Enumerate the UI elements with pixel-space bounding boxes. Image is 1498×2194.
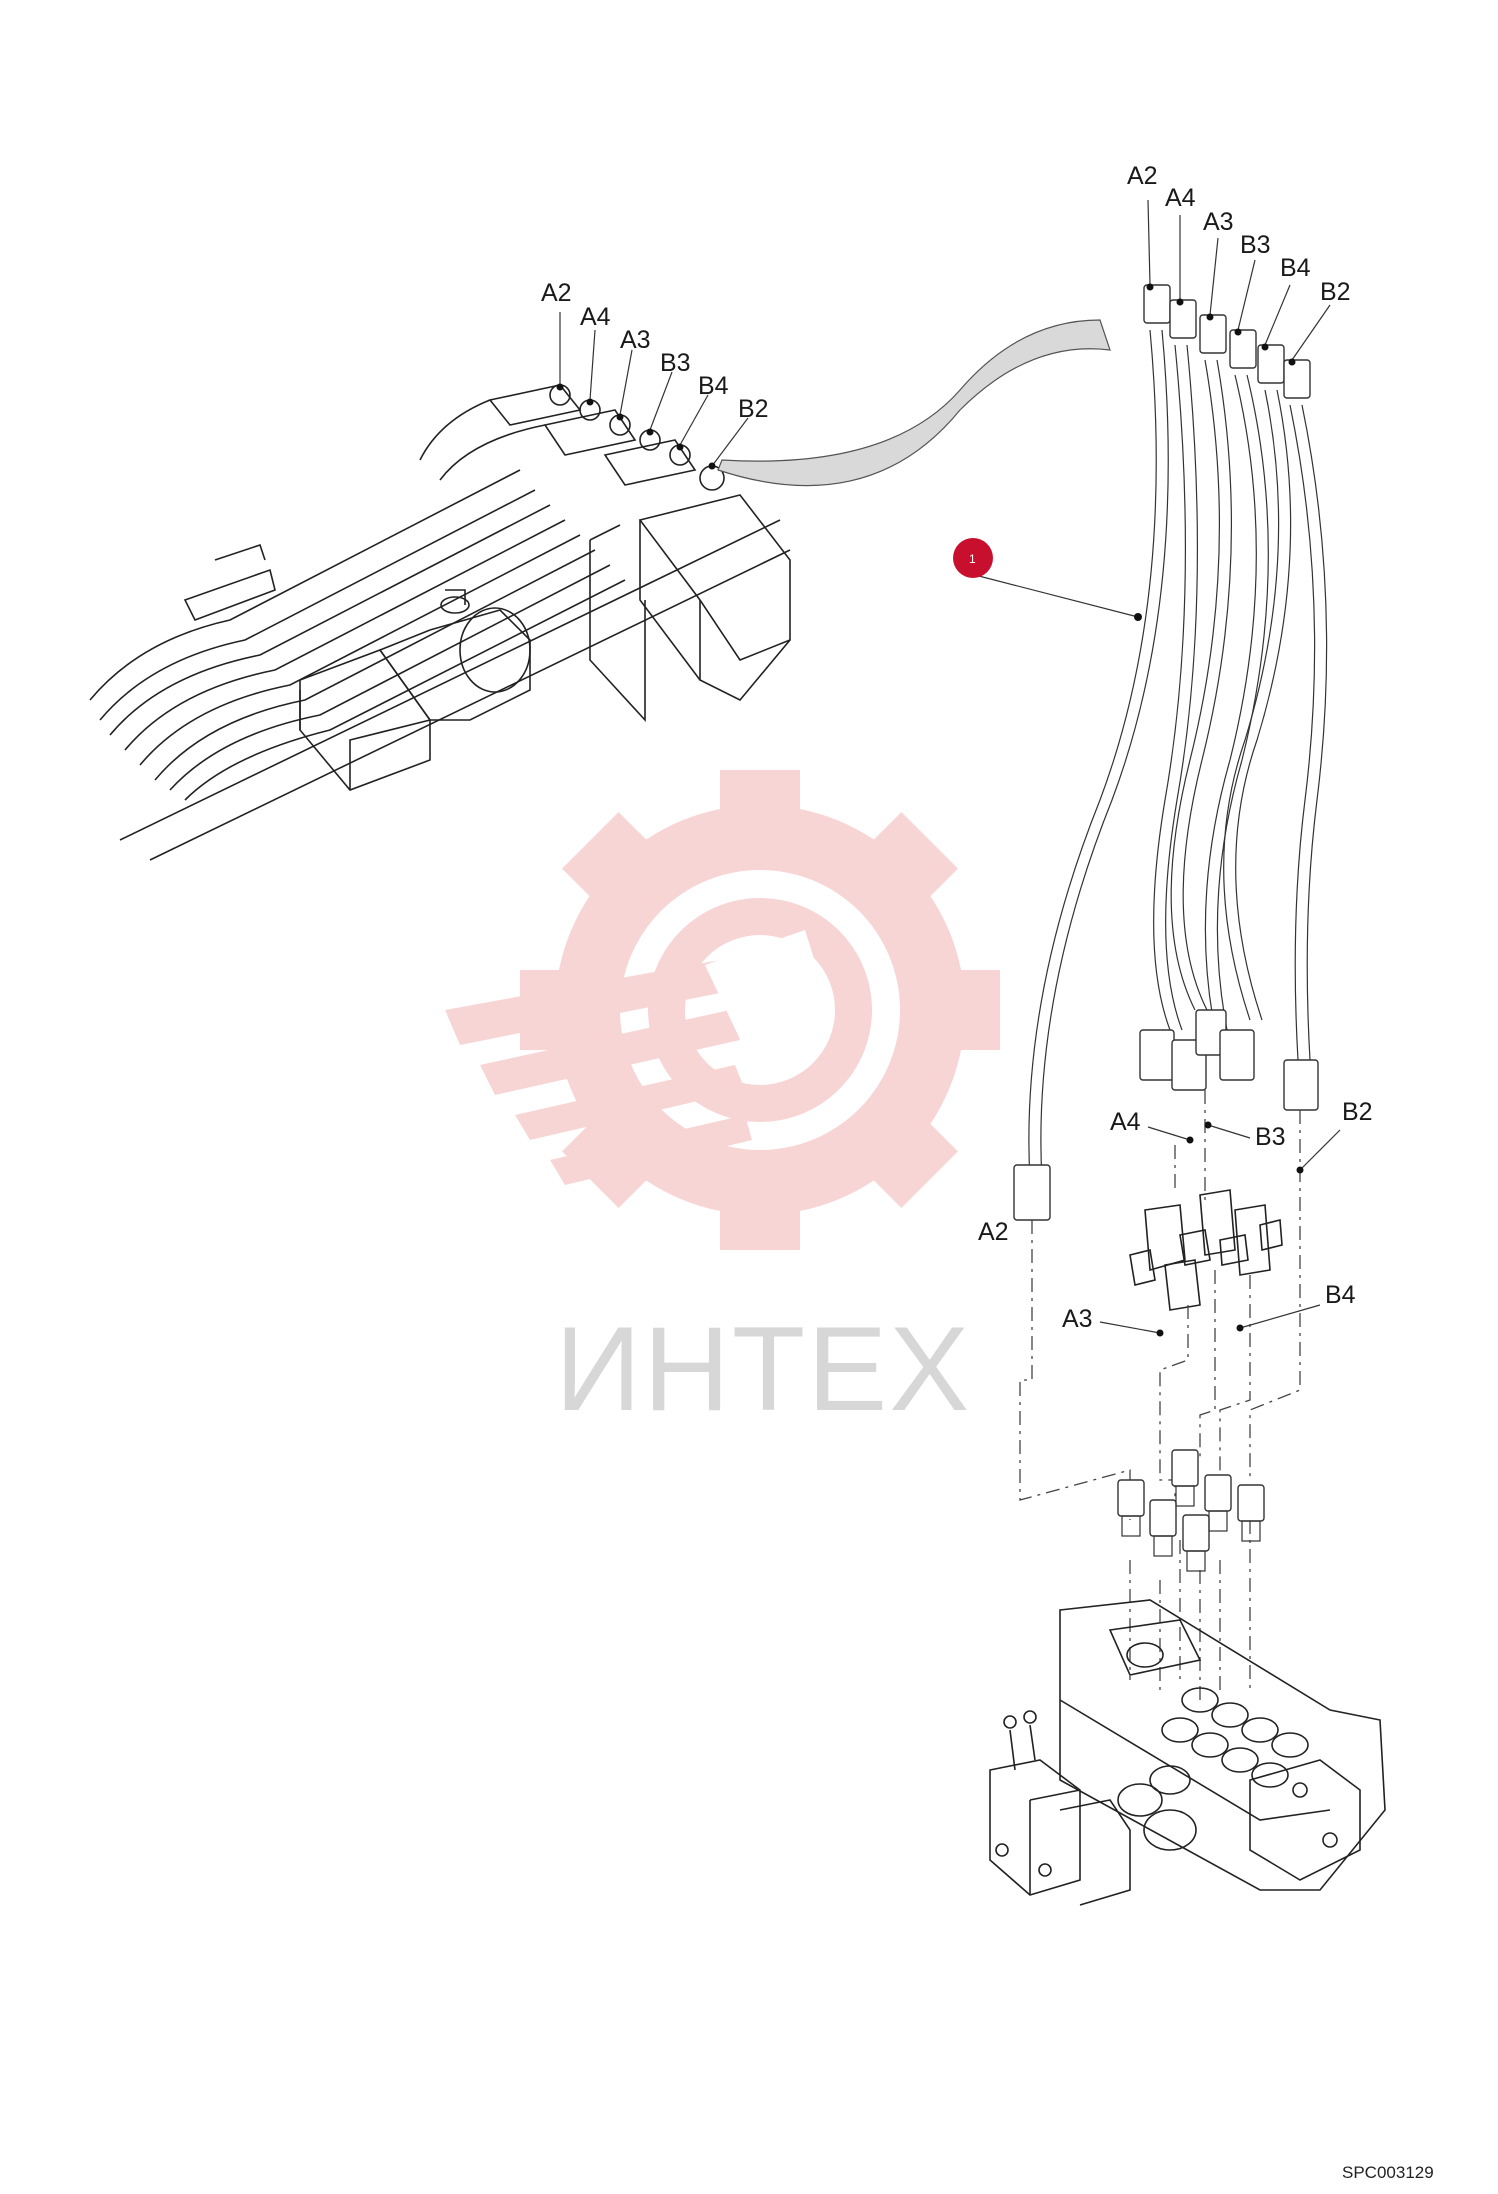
port-label: A3 — [1203, 208, 1234, 236]
routing-centerlines — [1019, 1090, 1301, 1700]
port-label: A4 — [580, 303, 611, 331]
ports-bottom: A4 B3 B2 A2 A3 B4 — [978, 1098, 1373, 1337]
control-lever-assembly — [89, 319, 1111, 861]
tee-fittings — [1129, 1189, 1283, 1311]
port-label: B2 — [738, 395, 769, 423]
port-label: A4 — [1165, 184, 1196, 212]
callout-number: 1 — [969, 552, 976, 566]
watermark-text: ИНТЕХ — [555, 1302, 971, 1436]
hose-set — [1013, 284, 1328, 1221]
watermark-logo — [445, 770, 1000, 1250]
port-label: B4 — [698, 372, 729, 400]
port-label: B3 — [660, 349, 691, 377]
ports-top-right: A2 A4 A3 B3 B4 B2 — [1127, 162, 1351, 366]
control-valve — [989, 1599, 1386, 1906]
port-label: A3 — [1062, 1305, 1093, 1333]
port-label: B3 — [1255, 1123, 1286, 1151]
port-label: B3 — [1240, 231, 1271, 259]
port-label: B4 — [1325, 1281, 1356, 1309]
port-label: B2 — [1342, 1098, 1373, 1126]
port-label: A3 — [620, 326, 651, 354]
document-id: SPC003129 — [1342, 2163, 1434, 2182]
port-label: A2 — [541, 279, 572, 307]
port-label: A4 — [1110, 1108, 1141, 1136]
ports-top-left: A2 A4 A3 B3 B4 B2 — [541, 279, 769, 470]
port-label: A2 — [1127, 162, 1158, 190]
port-label: A2 — [978, 1218, 1009, 1246]
callout-1: 1 — [953, 538, 1142, 621]
adapter-fittings — [1117, 1449, 1265, 1572]
port-label: B2 — [1320, 278, 1351, 306]
port-label: B4 — [1280, 254, 1311, 282]
